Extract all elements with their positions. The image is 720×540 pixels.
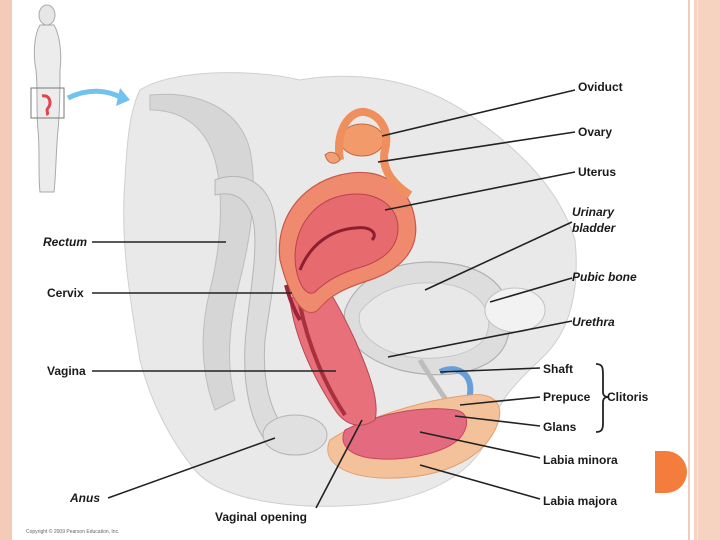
label-urinary-bladder-1: Urinary — [572, 205, 614, 219]
label-vaginal-opening: Vaginal opening — [215, 510, 307, 524]
label-glans: Glans — [543, 420, 576, 434]
body-outline-inset — [31, 5, 64, 192]
label-rectum: Rectum — [43, 235, 87, 249]
label-oviduct: Oviduct — [578, 80, 623, 94]
label-urinary-bladder-2: bladder — [572, 221, 615, 235]
label-labia-minora: Labia minora — [543, 453, 618, 467]
zoom-arrow — [68, 91, 122, 98]
label-urethra: Urethra — [572, 315, 615, 329]
label-clitoris: Clitoris — [607, 390, 648, 404]
label-cervix: Cervix — [47, 286, 84, 300]
label-ovary: Ovary — [578, 125, 612, 139]
copyright-notice: Copyright © 2009 Pearson Education, Inc. — [26, 529, 119, 535]
label-prepuce: Prepuce — [543, 390, 590, 404]
label-uterus: Uterus — [578, 165, 616, 179]
label-pubic-bone: Pubic bone — [572, 270, 637, 284]
anus-shape — [263, 415, 327, 455]
label-anus: Anus — [70, 491, 100, 505]
label-vagina: Vagina — [47, 364, 86, 378]
label-shaft: Shaft — [543, 362, 573, 376]
label-labia-majora: Labia majora — [543, 494, 617, 508]
